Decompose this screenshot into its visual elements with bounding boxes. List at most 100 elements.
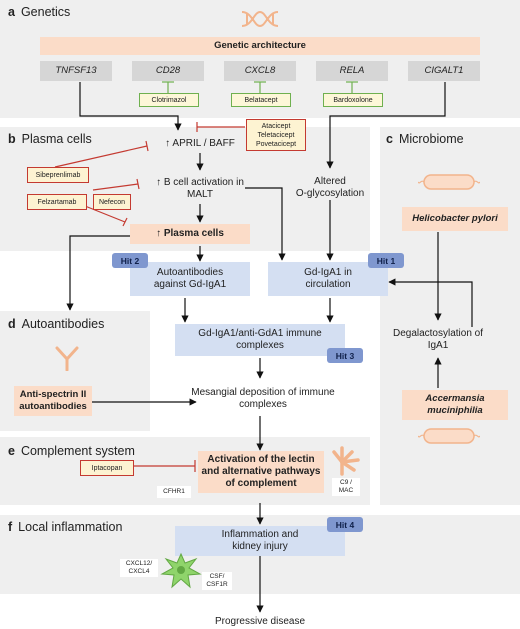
genetic-architecture-box: Genetic architecture: [40, 37, 480, 55]
helicobacter-pylori-box: Helicobacter pylori: [402, 207, 508, 231]
section-letter: d: [8, 317, 16, 331]
genetic-architecture-label: Genetic architecture: [214, 40, 306, 51]
drug-label-atacicept: Atacicept: [261, 122, 291, 130]
arrow-cigalt1-altered: [326, 82, 446, 169]
antibody-icon: [55, 346, 79, 371]
inhibit-felzartamab-bar: [122, 217, 128, 227]
cfhr1-label: CFHR1: [163, 488, 185, 495]
section-label: Microbiome: [398, 132, 464, 146]
arrow-bcell-gd: [245, 187, 286, 261]
activation-line2: and alternative pathways: [201, 466, 321, 477]
c9-line1: C9 /: [340, 479, 352, 486]
inhibit-sibeprenlimab: [54, 145, 148, 168]
hit-4-label: Hit 4: [335, 519, 355, 530]
gene-label: CD28: [155, 65, 181, 76]
bacterium-icon: [418, 428, 480, 444]
hit-2-badge: Hit 2: [112, 253, 148, 268]
immune-complexes-box: Gd-IgA1/anti-GdA1 immune complexes: [175, 324, 345, 356]
plasma-cells-box: ↑ Plasma cells: [130, 224, 250, 244]
hit-2-label: Hit 2: [120, 255, 140, 266]
infl-line1: Inflammation and: [221, 529, 299, 540]
bcell-line2: MALT: [187, 189, 213, 200]
drug-felzartamab: Felzartamab: [27, 194, 87, 210]
drug-label: Clotrimazol: [151, 96, 187, 104]
drug-label: Belatacept: [244, 96, 278, 104]
section-letter: e: [8, 444, 15, 458]
gene-label: TNFSF13: [55, 65, 97, 76]
section-letter: c: [386, 132, 393, 146]
gene-box-tnfsf13: TNFSF13: [40, 61, 112, 81]
section-label: Complement system: [20, 444, 135, 458]
akk-line1: Accermansia: [425, 393, 485, 404]
akkermansia-box: Accermansia muciniphilia: [402, 390, 508, 420]
dna-icon: [241, 10, 279, 28]
immune-line1: Gd-IgA1/anti-GdA1 immune: [198, 328, 322, 339]
mesangial-line2: complexes: [239, 399, 287, 410]
bcell-line1: ↑ B cell activation in: [156, 177, 244, 188]
cxcl-line2: CXCL4: [128, 568, 150, 575]
drug-label: Bardoxolone: [333, 96, 373, 104]
autoab-line2: against Gd-IgA1: [153, 279, 227, 290]
cfhr1-tag: CFHR1: [157, 486, 191, 498]
hit-3-badge: Hit 3: [327, 348, 363, 363]
drug-nefecon: Nefecon: [93, 194, 131, 210]
immune-line2: complexes: [236, 340, 284, 351]
drug-sibeprenlimab: Sibeprenlimab: [27, 167, 89, 183]
complement-mac-icon: [332, 446, 360, 476]
gene-box-cigalt1: CIGALT1: [408, 61, 480, 81]
drug-label: Felzartamab: [37, 198, 77, 206]
drug-label-teletacicept: Teletacicept: [257, 131, 295, 139]
activation-line3: of complement: [225, 478, 297, 489]
section-title-autoantibodies: d Autoantibodies: [8, 317, 104, 331]
section-label: Plasma cells: [21, 132, 92, 146]
gene-label: CXCL8: [244, 65, 276, 76]
inhibit-nefecon: [92, 183, 139, 191]
arrow-plasma-paneld: [66, 235, 130, 311]
gene-label: CIGALT1: [424, 65, 464, 76]
gd-line1: Gd-IgA1 in: [304, 267, 352, 278]
drug-box-atacicept-group: Atacicept Teletacicept Povetacicept: [246, 119, 306, 151]
gene-box-cd28: CD28: [132, 61, 204, 81]
autoantibodies-gd-iga1-box: Autoantibodies against Gd-IgA1: [130, 262, 250, 296]
autoab-line1: Autoantibodies: [156, 267, 224, 278]
gene-box-rela: RELA: [316, 61, 388, 81]
altered-line1: Altered: [314, 176, 346, 187]
drug-label-povetacicept: Povetacicept: [255, 140, 297, 148]
section-title-microbiome: c Microbiome: [386, 132, 464, 146]
april-baff-label: ↑ APRIL / BAFF: [165, 138, 235, 149]
degalactosylation-node: Degalactosylation of IgA1: [392, 328, 484, 356]
inhibit-felzartamab: [84, 205, 126, 223]
progressive-disease-node: Progressive disease: [190, 615, 330, 628]
drug-label: Nefecon: [98, 198, 126, 206]
inhibit-nefecon-bar: [136, 178, 140, 190]
macrophage-cell-icon: [160, 552, 202, 589]
complement-activation-box: Activation of the lectin and alternative…: [198, 451, 324, 493]
degal-line1: Degalactosylation of: [392, 328, 484, 339]
section-title-plasma-cells: b Plasma cells: [8, 132, 92, 146]
cxcl-line1: CXCL12/: [125, 560, 153, 567]
altered-glycosylation-node: Altered O-glycosylation: [285, 176, 375, 202]
gd-line2: circulation: [305, 279, 351, 290]
section-letter: f: [8, 520, 13, 534]
mesangial-deposition-node: Mesangial deposition of immune complexes: [188, 387, 338, 415]
activation-line1: Activation of the lectin: [207, 454, 315, 465]
section-label: Local inflammation: [18, 520, 123, 534]
altered-line2: O-glycosylation: [295, 188, 365, 199]
section-letter: b: [8, 132, 16, 146]
drug-label: Sibeprenlimab: [35, 171, 81, 179]
infl-line2: kidney injury: [232, 541, 288, 552]
progressive-label: Progressive disease: [214, 615, 306, 627]
section-title-complement: e Complement system: [8, 444, 135, 458]
drug-iptacopan: Iptacopan: [80, 460, 134, 476]
section-label: Autoantibodies: [21, 317, 105, 331]
drug-clotrimazol: Clotrimazol: [139, 93, 199, 107]
arrow-tnfsf13-april: [79, 82, 182, 131]
drug-bardoxolone: Bardoxolone: [323, 93, 383, 107]
section-title-local-inflammation: f Local inflammation: [8, 520, 122, 534]
inflammation-kidney-box: Inflammation and kidney injury: [175, 526, 345, 556]
hit-3-label: Hit 3: [335, 350, 355, 361]
cxcl-tag: CXCL12/ CXCL4: [120, 559, 158, 577]
anti-spectrin-box: Anti-spectrin II autoantibodies: [14, 386, 92, 416]
